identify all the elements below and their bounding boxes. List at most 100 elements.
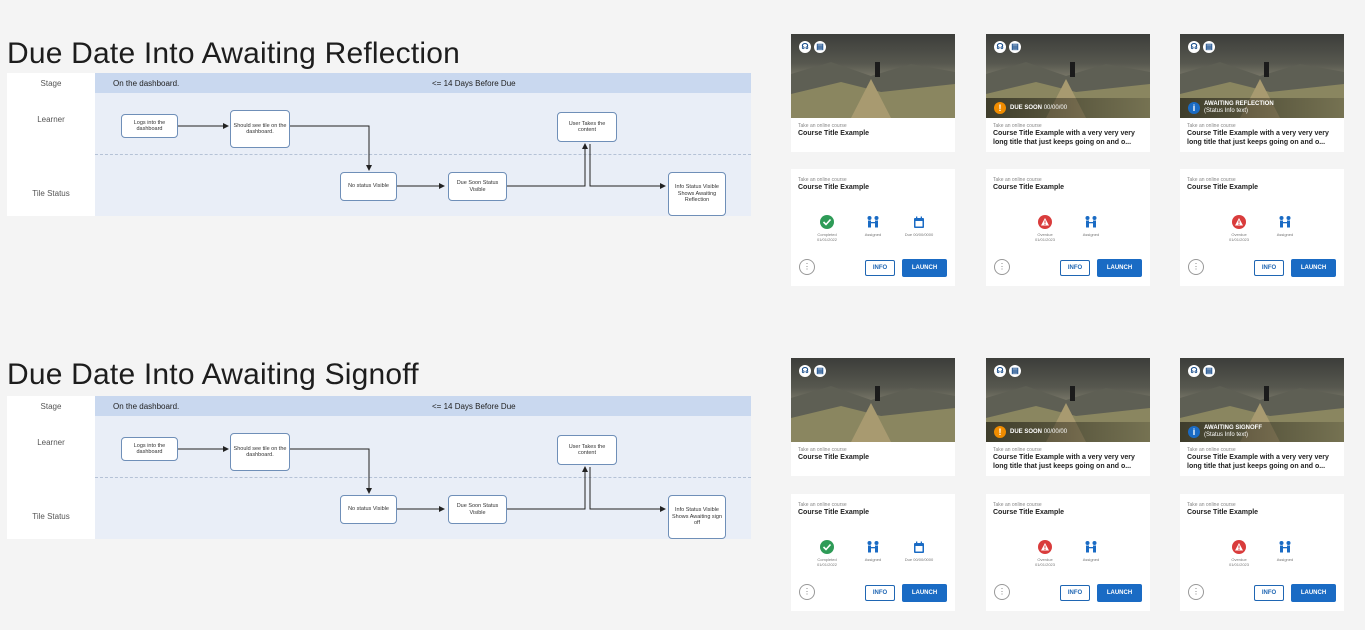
course-tile-due-soon[interactable]: ☊ ▤ ! DUE SOON 00/00/00 Take an online c… [986,34,1150,152]
stage-right-text: <= 14 Days Before Due [432,79,516,88]
stat-label: Overdue 01/01/2023 [1228,232,1250,242]
launch-button[interactable]: LAUNCH [1291,584,1336,602]
card-title: Course Title Example [798,184,870,191]
stat-completed: Completed 01/01/2022 [811,540,843,567]
lane-label-learner: Learner [37,115,65,124]
status-bar: i AWAITING SIGNOFF(Status Info text) [1180,422,1344,442]
node-info-status: Info Status Visible Shows Awaiting Refle… [668,172,726,216]
launch-button[interactable]: LAUNCH [902,584,947,602]
stat-assigned: Assigned [857,540,889,567]
kebab-icon[interactable]: ⋮ [1188,584,1204,600]
node-due-soon: Due Soon Status Visible [448,172,507,201]
launch-button[interactable]: LAUNCH [1097,584,1142,602]
stats-row: Overdue 01/01/2023 Assigned [986,540,1150,567]
stat-label: Overdue 01/01/2023 [1034,232,1056,242]
card-title: Course Title Example [1187,509,1259,516]
kebab-icon[interactable]: ⋮ [799,584,815,600]
card-subtitle: Take an online course [1187,123,1236,129]
calendar-icon [912,540,926,554]
card-title: Course Title Example [993,184,1065,191]
card-title: Course Title Example [993,509,1065,516]
mountain-image [791,386,955,442]
stats-row: Overdue 01/01/2023 Assigned [1180,540,1344,567]
mountain-image [791,62,955,118]
course-tile[interactable]: ☊ ▤ Take an online course Course Title E… [791,358,955,476]
course-tile-detail-overdue[interactable]: Take an online course Course Title Examp… [1180,169,1344,286]
stage-left-text: On the dashboard. [113,402,180,411]
lane-divider [95,154,751,155]
content-type-chips: ☊ ▤ [799,365,826,377]
course-image: ☊ ▤ ! DUE SOON 00/00/00 [986,34,1150,118]
content-type-chips: ☊ ▤ [1188,365,1215,377]
info-button[interactable]: INFO [865,585,895,601]
stat-due: Due 00/00/0000 [903,215,935,242]
course-tile-due-soon[interactable]: ☊ ▤ ! DUE SOON 00/00/00 Take an online c… [986,358,1150,476]
document-icon: ▤ [814,41,826,53]
stat-due: Due 00/00/0000 [903,540,935,567]
stats-row: Completed 01/01/2022 Assigned Due 00/00/… [791,540,955,567]
node-user-takes-content: User Takes the content [557,435,617,465]
assigned-icon [866,215,880,229]
course-tile-awaiting-signoff[interactable]: ☊ ▤ i AWAITING SIGNOFF(Status Info text)… [1180,358,1344,476]
content-type-chips: ☊ ▤ [994,365,1021,377]
card-actions: ⋮ INFO LAUNCH [994,584,1142,602]
assigned-icon [1084,540,1098,554]
course-tile-detail-overdue[interactable]: Take an online course Course Title Examp… [986,494,1150,611]
headphones-icon: ☊ [1188,365,1200,377]
stats-row: Completed 01/01/2022 Assigned Due 00/00/… [791,215,955,242]
info-button[interactable]: INFO [1060,585,1090,601]
lane-divider [95,477,751,478]
course-tile-detail[interactable]: Take an online course Course Title Examp… [791,169,955,286]
lane-label-learner: Learner [37,438,65,447]
status-bar: ! DUE SOON 00/00/00 [986,98,1150,118]
kebab-icon[interactable]: ⋮ [799,259,815,275]
stat-label: Completed 01/01/2022 [816,557,838,567]
launch-button[interactable]: LAUNCH [1291,259,1336,277]
card-title: Course Title Example with a very very ve… [1187,454,1329,470]
kebab-icon[interactable]: ⋮ [994,259,1010,275]
stat-assigned: Assigned [857,215,889,242]
stat-label: Due 00/00/0000 [904,232,934,237]
stat-assigned: Assigned [1269,540,1301,567]
status-info: (Status Info text) [1204,108,1249,114]
card-subtitle: Take an online course [798,123,847,129]
info-button[interactable]: INFO [1060,260,1090,276]
stat-label: Overdue 01/01/2023 [1228,557,1250,567]
card-actions: ⋮ INFO LAUNCH [799,259,947,277]
assigned-icon [866,540,880,554]
card-subtitle: Take an online course [798,502,847,508]
card-title: Course Title Example [1187,184,1259,191]
content-type-chips: ☊ ▤ [994,41,1021,53]
info-button[interactable]: INFO [1254,260,1284,276]
document-icon: ▤ [1203,41,1215,53]
course-tile-detail-overdue[interactable]: Take an online course Course Title Examp… [986,169,1150,286]
card-title: Course Title Example [798,130,870,137]
alert-triangle-icon [1232,215,1246,229]
info-icon: i [1188,426,1200,438]
course-tile-detail-overdue[interactable]: Take an online course Course Title Examp… [1180,494,1344,611]
launch-button[interactable]: LAUNCH [902,259,947,277]
course-tile[interactable]: ☊ ▤ Take an online course Course Title E… [791,34,955,152]
content-type-chips: ☊ ▤ [1188,41,1215,53]
card-subtitle: Take an online course [993,123,1042,129]
kebab-icon[interactable]: ⋮ [994,584,1010,600]
node-should-see-tile: Should see tile on the dashboard. [230,433,290,471]
document-icon: ▤ [1009,365,1021,377]
course-image: ☊ ▤ [791,358,955,442]
document-icon: ▤ [1009,41,1021,53]
launch-button[interactable]: LAUNCH [1097,259,1142,277]
card-subtitle: Take an online course [993,177,1042,183]
info-button[interactable]: INFO [865,260,895,276]
course-tile-awaiting-reflection[interactable]: ☊ ▤ i AWAITING REFLECTION(Status Info te… [1180,34,1344,152]
lane-label-tile-status: Tile Status [32,512,70,521]
stats-row: Overdue 01/01/2023 Assigned [1180,215,1344,242]
card-title: Course Title Example with a very very ve… [993,130,1135,146]
info-button[interactable]: INFO [1254,585,1284,601]
card-subtitle: Take an online course [1187,447,1236,453]
course-tile-detail[interactable]: Take an online course Course Title Examp… [791,494,955,611]
stage-band [95,73,751,93]
kebab-icon[interactable]: ⋮ [1188,259,1204,275]
document-icon: ▤ [1203,365,1215,377]
node-no-status: No status Visible [340,172,397,201]
check-circle-icon [820,215,834,229]
